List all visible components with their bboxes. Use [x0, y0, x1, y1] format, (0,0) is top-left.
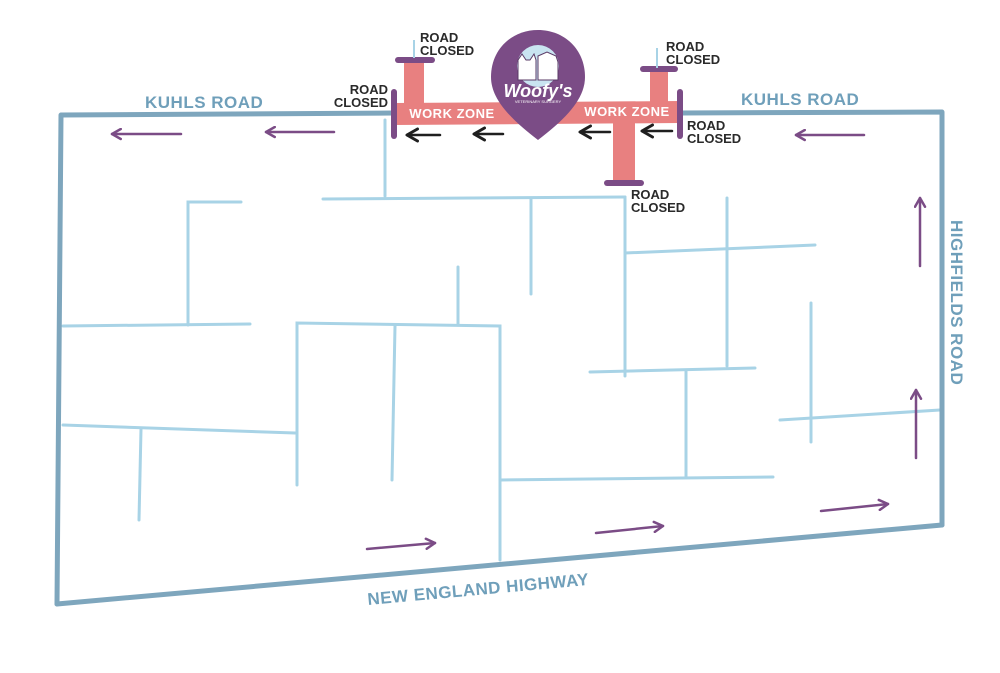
local-streets — [61, 118, 942, 562]
svg-text:ROAD: ROAD — [420, 30, 458, 45]
svg-text:ROAD: ROAD — [687, 118, 725, 133]
work-zone-label: WORK ZONE — [584, 104, 669, 119]
local-street — [61, 322, 252, 328]
work-zone-stub-bottom-right — [613, 118, 635, 184]
closure-barriers — [391, 57, 683, 186]
new-england-highway-line — [54, 522, 945, 607]
local-street — [588, 366, 757, 374]
svg-text:CLOSED: CLOSED — [666, 52, 720, 67]
local-street — [61, 423, 297, 435]
svg-text:ROAD: ROAD — [631, 187, 669, 202]
road-closed-sign: ROAD CLOSED — [631, 187, 685, 215]
arrow-icon — [365, 537, 437, 551]
svg-text:ROAD: ROAD — [666, 39, 704, 54]
svg-text:CLOSED: CLOSED — [687, 131, 741, 146]
svg-text:ROAD: ROAD — [350, 82, 388, 97]
road-label-highfields: HIGHFIELDS ROAD — [947, 220, 966, 385]
road-closed-sign: ROAD CLOSED — [420, 30, 474, 58]
work-zone-label: WORK ZONE — [409, 106, 494, 121]
local-street — [186, 200, 243, 327]
logo-tagline: VETERINARY SURGERY — [515, 99, 562, 104]
work-zone-stub-top-left — [404, 60, 424, 107]
arrow-icon — [594, 520, 665, 535]
kuhls-road-right-line — [677, 109, 945, 528]
traffic-arrows — [110, 125, 927, 551]
svg-text:CLOSED: CLOSED — [631, 200, 685, 215]
road-label-kuhls-left: KUHLS ROAD — [145, 93, 263, 112]
detour-arrows — [405, 123, 674, 143]
svg-text:CLOSED: CLOSED — [334, 95, 388, 110]
work-zone-stub-top-right — [650, 70, 668, 106]
local-street — [623, 243, 817, 255]
road-closed-sign: ROAD CLOSED — [334, 82, 388, 110]
local-street — [390, 324, 397, 482]
local-street — [295, 321, 502, 562]
road-closed-sign: ROAD CLOSED — [687, 118, 741, 146]
local-street — [321, 195, 627, 201]
road-label-kuhls-right: KUHLS ROAD — [741, 90, 859, 109]
local-street — [137, 427, 143, 522]
woofys-logo: Woofy's VETERINARY SURGERY — [491, 30, 585, 140]
kuhls-road-left-line — [54, 110, 397, 607]
local-street — [498, 475, 775, 482]
main-roads — [54, 109, 945, 607]
arrow-icon — [819, 498, 890, 513]
logo-name: Woofy's — [504, 81, 573, 101]
cat-icon — [517, 52, 537, 81]
svg-text:CLOSED: CLOSED — [420, 43, 474, 58]
dog-icon — [537, 51, 559, 81]
road-closed-sign: ROAD CLOSED — [666, 39, 720, 67]
local-street — [778, 408, 942, 422]
